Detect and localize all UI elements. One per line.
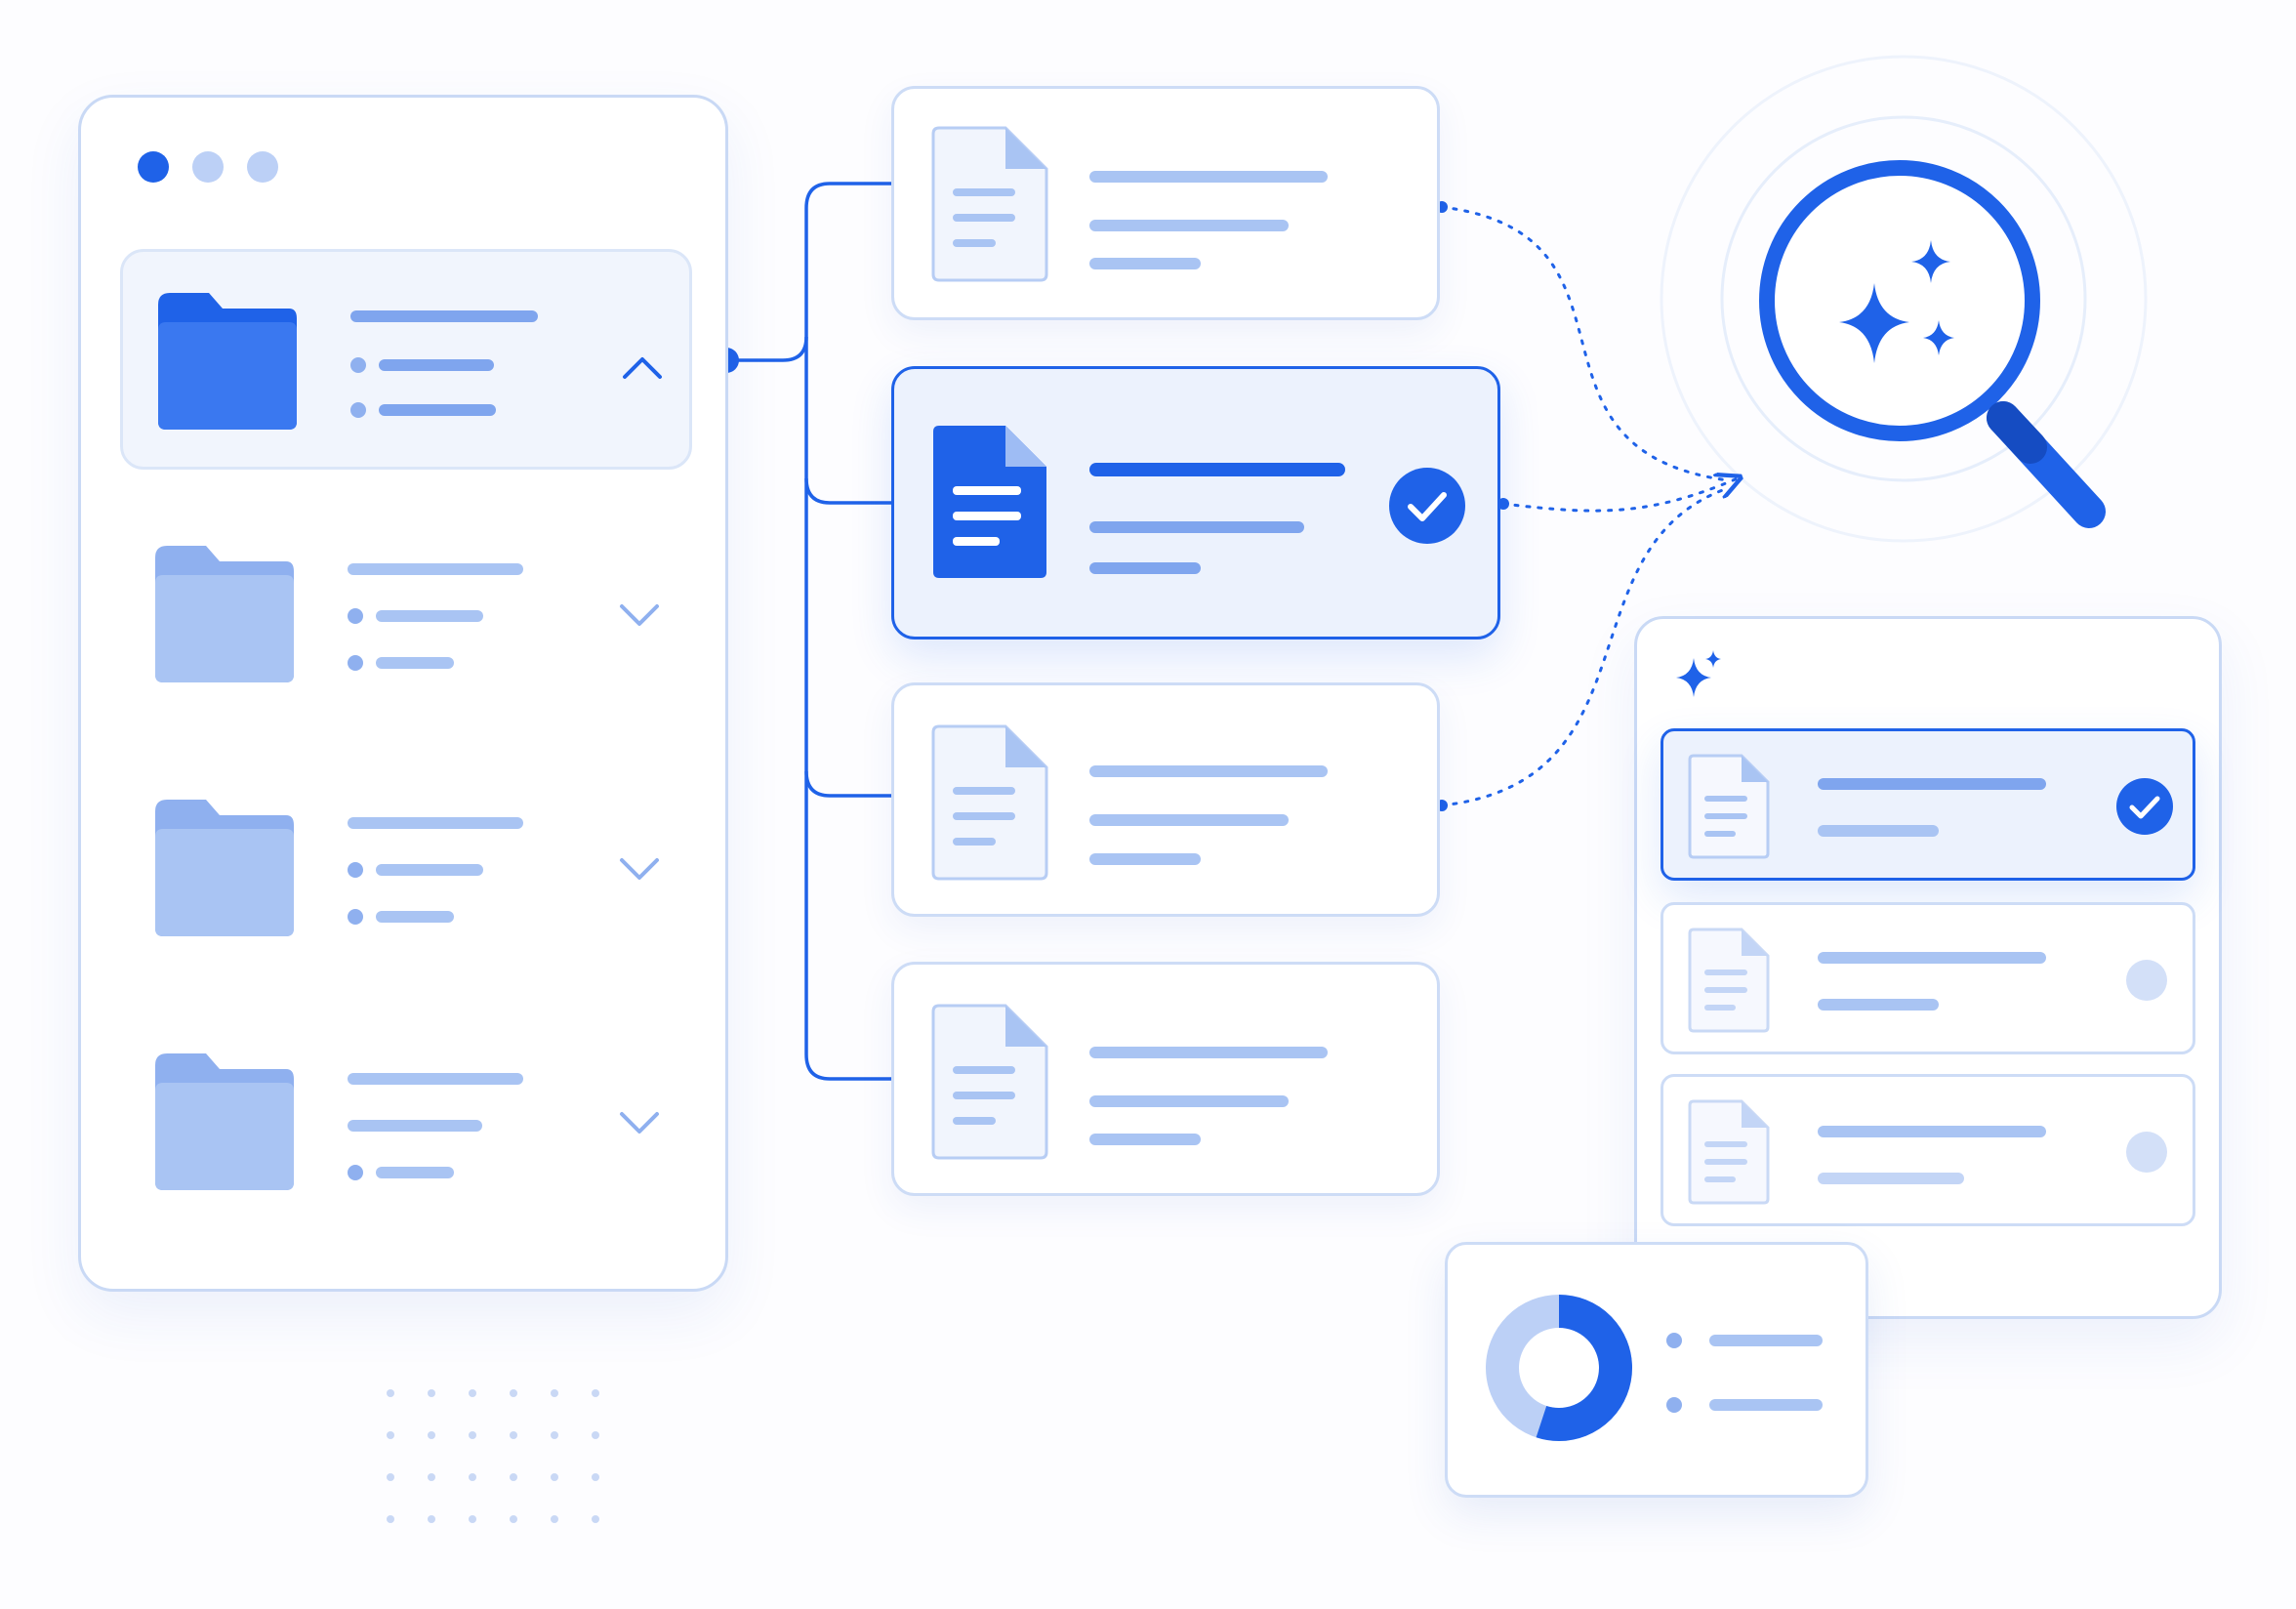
doc-title-bar [1089,1047,1328,1058]
meta-dot [348,655,363,671]
folder-meta-bar [379,359,494,371]
doc-line-bar [1089,814,1289,826]
doc-line-bar [1089,1134,1201,1145]
folder-meta-bar [348,1120,482,1132]
folder-row[interactable] [120,1009,692,1229]
unchecked-radio-icon[interactable] [2126,960,2167,1001]
tree-connector [689,182,893,1081]
folder-row[interactable] [120,755,692,975]
folder-meta-bar [376,657,454,669]
folder-icon [155,800,294,936]
folder-title-bar [350,310,538,322]
document-card[interactable] [891,962,1440,1196]
document-icon [1688,928,1770,1033]
folder-row[interactable] [120,503,692,723]
doc-title-bar [1089,765,1328,777]
folder-title-bar [348,563,523,575]
result-line-bar [1818,999,1939,1011]
chevron-down-icon[interactable] [618,1108,661,1137]
document-icon [933,426,1046,578]
doc-title-bar [1089,171,1328,183]
window-minimize-button[interactable] [192,151,224,183]
meta-dot [350,402,366,418]
folder-icon [155,546,294,682]
window-close-button[interactable] [138,151,169,183]
meta-dot [348,909,363,925]
window-maximize-button[interactable] [247,151,278,183]
meta-dot [348,862,363,878]
doc-title-bar [1089,463,1345,476]
folder-meta-bar [376,911,454,923]
document-icon [931,724,1048,881]
document-card[interactable] [891,682,1440,917]
folder-meta-bar [376,610,483,622]
doc-line-bar [1089,258,1201,269]
document-icon [931,126,1048,282]
results-panel [1634,616,2222,1319]
doc-line-bar [1089,521,1304,533]
dot-grid-decoration [387,1389,599,1523]
folder-row[interactable] [120,249,692,470]
folder-title-bar [348,817,523,829]
folder-meta-bar [376,864,483,876]
folder-icon [155,1053,294,1190]
checked-radio-icon[interactable] [2114,776,2175,837]
doc-line-bar [1089,853,1201,865]
glow-ring-inner [1720,115,2087,482]
result-item[interactable] [1660,1074,2195,1226]
result-line-bar [1818,825,1939,837]
doc-line-bar [1089,220,1289,231]
chevron-down-icon[interactable] [618,854,661,884]
legend-dot [1666,1397,1682,1413]
legend-bar [1709,1335,1823,1346]
doc-line-bar [1089,1095,1289,1107]
chevron-up-icon[interactable] [621,353,664,383]
search-flow-lines [1440,205,1738,807]
chevron-down-icon[interactable] [618,600,661,630]
document-card-selected[interactable] [891,366,1500,639]
legend-dot [1666,1333,1682,1348]
result-title-bar [1818,778,2046,790]
document-card[interactable] [891,86,1440,320]
folder-title-bar [348,1073,523,1085]
glow-ring-outer [1660,55,2148,543]
meta-dot [348,608,363,624]
document-icon [931,1004,1048,1160]
folder-icon [158,293,297,430]
folder-browser-window [78,95,728,1292]
doc-line-bar [1089,562,1201,574]
summary-card [1445,1242,1868,1498]
result-line-bar [1818,1173,1964,1184]
result-item[interactable] [1660,902,2195,1054]
meta-dot [348,1165,363,1180]
meta-dot [350,357,366,373]
donut-chart-icon [1486,1295,1632,1441]
check-icon [1389,468,1465,544]
sparkle-icon [1676,650,1721,697]
result-item-selected[interactable] [1660,728,2195,881]
result-title-bar [1818,1126,2046,1137]
folder-meta-bar [379,404,496,416]
unchecked-radio-icon[interactable] [2126,1132,2167,1173]
document-icon [1688,1099,1770,1205]
document-icon [1688,754,1770,859]
folder-meta-bar [376,1167,454,1178]
magnifier-sparkle-icon [1759,160,2106,528]
result-title-bar [1818,952,2046,964]
legend-bar [1709,1399,1823,1411]
